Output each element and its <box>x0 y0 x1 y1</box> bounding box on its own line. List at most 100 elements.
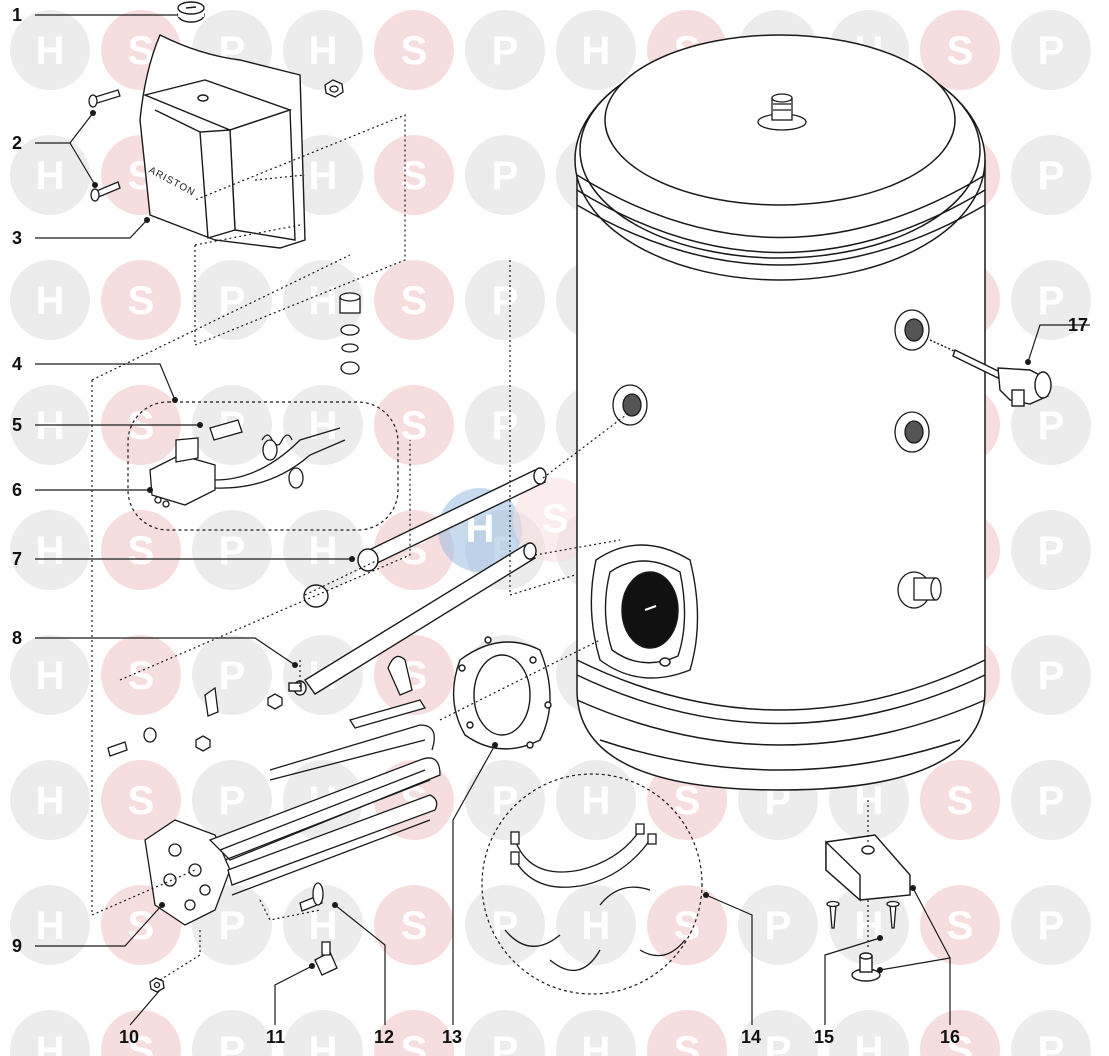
watermark-letter: H <box>309 279 338 323</box>
watermark-circle <box>101 260 181 340</box>
watermark-letter: S <box>947 779 974 823</box>
top-outlet-fitting <box>757 93 807 131</box>
watermark-circle <box>374 135 454 215</box>
watermark-letter: H <box>855 1029 884 1056</box>
bolt-12 <box>299 882 324 912</box>
watermark-letter: S <box>947 904 974 948</box>
callout-5: 5 <box>12 415 22 435</box>
tank-boss-right-middle <box>894 411 930 453</box>
watermark-circle <box>192 1010 272 1056</box>
watermark-letter: P <box>492 404 519 448</box>
watermark-letter: P <box>219 529 246 573</box>
watermark-letter: H <box>36 404 65 448</box>
callout-8: 8 <box>12 628 22 648</box>
watermark-letter: P <box>1038 279 1065 323</box>
watermark-circle <box>192 760 272 840</box>
watermark-letter: P <box>492 279 519 323</box>
wiring-harness-14 <box>481 773 703 995</box>
watermark-letter: P <box>1038 154 1065 198</box>
watermark-letter: S <box>401 404 428 448</box>
watermark-letter: P <box>1038 1029 1065 1056</box>
watermark-circle <box>10 260 90 340</box>
watermark-circle <box>374 260 454 340</box>
watermark-circle <box>283 10 363 90</box>
cable-gland-stack <box>339 292 361 375</box>
watermark-letter: S <box>401 29 428 73</box>
callout-17: 17 <box>1068 315 1088 335</box>
watermark-letter: S <box>128 654 155 698</box>
watermark-letter: S <box>128 279 155 323</box>
watermark-circle <box>283 1010 363 1056</box>
watermark-circle <box>920 10 1000 90</box>
watermark-circle <box>101 635 181 715</box>
watermark-circle <box>10 885 90 965</box>
callout-labels: 1 2 3 4 5 6 7 8 9 10 11 12 13 14 15 16 1… <box>12 5 1088 1047</box>
heater-flange-opening <box>590 544 699 679</box>
watermark-letter: H <box>36 904 65 948</box>
watermark-letter: S <box>128 1029 155 1056</box>
watermark-circle <box>374 10 454 90</box>
watermark-circle <box>10 510 90 590</box>
watermark-letter: P <box>1038 904 1065 948</box>
watermark-letter: H <box>309 1029 338 1056</box>
watermark-letter: H <box>309 529 338 573</box>
leader-lines <box>35 14 1090 1026</box>
callout-12: 12 <box>374 1027 394 1047</box>
callout-4: 4 <box>12 354 22 374</box>
thermostat-pocket-17 <box>929 339 1052 407</box>
watermark-circle <box>1011 760 1091 840</box>
watermark-circle <box>920 1010 1000 1056</box>
watermark-letter: P <box>765 904 792 948</box>
watermark-circle <box>465 385 545 465</box>
watermark-letter: P <box>765 1029 792 1056</box>
thermostat-bracket-5 <box>209 419 243 441</box>
support-bracket-16 <box>825 834 911 902</box>
watermark-letter: P <box>219 279 246 323</box>
watermark-circle <box>101 1010 181 1056</box>
watermark-letter: P <box>492 779 519 823</box>
watermark-letter: P <box>1038 529 1065 573</box>
watermark-circle <box>647 1010 727 1056</box>
watermark-circle <box>556 10 636 90</box>
watermark-letter: H <box>36 1029 65 1056</box>
thermostat-group-4 <box>127 401 399 531</box>
watermark-circle <box>10 635 90 715</box>
clamp-11 <box>314 941 338 976</box>
watermark-circle <box>1011 135 1091 215</box>
watermark-circle <box>1011 1010 1091 1056</box>
watermark-circle <box>10 10 90 90</box>
immersion-heater-9 <box>144 699 441 926</box>
watermark-letter: H <box>36 279 65 323</box>
terminal-cover-3 <box>139 34 306 249</box>
watermark-letter: P <box>219 1029 246 1056</box>
center-watermark-circle <box>513 478 597 562</box>
flange-gasket-13 <box>452 636 552 750</box>
watermark-circle <box>465 260 545 340</box>
callout-14: 14 <box>741 1027 761 1047</box>
watermark-circle <box>10 135 90 215</box>
watermark-circle <box>465 135 545 215</box>
watermark-letter: P <box>492 1029 519 1056</box>
watermark-letter: H <box>36 154 65 198</box>
watermark-circle <box>829 1010 909 1056</box>
watermark-letter: P <box>219 654 246 698</box>
watermark-circle <box>192 260 272 340</box>
callout-6: 6 <box>12 480 22 500</box>
callout-3: 3 <box>12 228 22 248</box>
watermark-circle <box>1011 510 1091 590</box>
watermark-letter: H <box>309 29 338 73</box>
hex-nut-10 <box>149 977 165 993</box>
watermark-letter: S <box>674 904 701 948</box>
watermark-letter: S <box>128 404 155 448</box>
watermark-letter: H <box>582 1029 611 1056</box>
watermark-circle <box>920 885 1000 965</box>
watermark-circle <box>283 385 363 465</box>
watermark-letter: S <box>401 1029 428 1056</box>
callout-11: 11 <box>266 1027 285 1047</box>
watermark-letter: P <box>1038 779 1065 823</box>
watermark-letter: P <box>219 904 246 948</box>
watermark-circle <box>10 760 90 840</box>
watermark-circle <box>101 510 181 590</box>
